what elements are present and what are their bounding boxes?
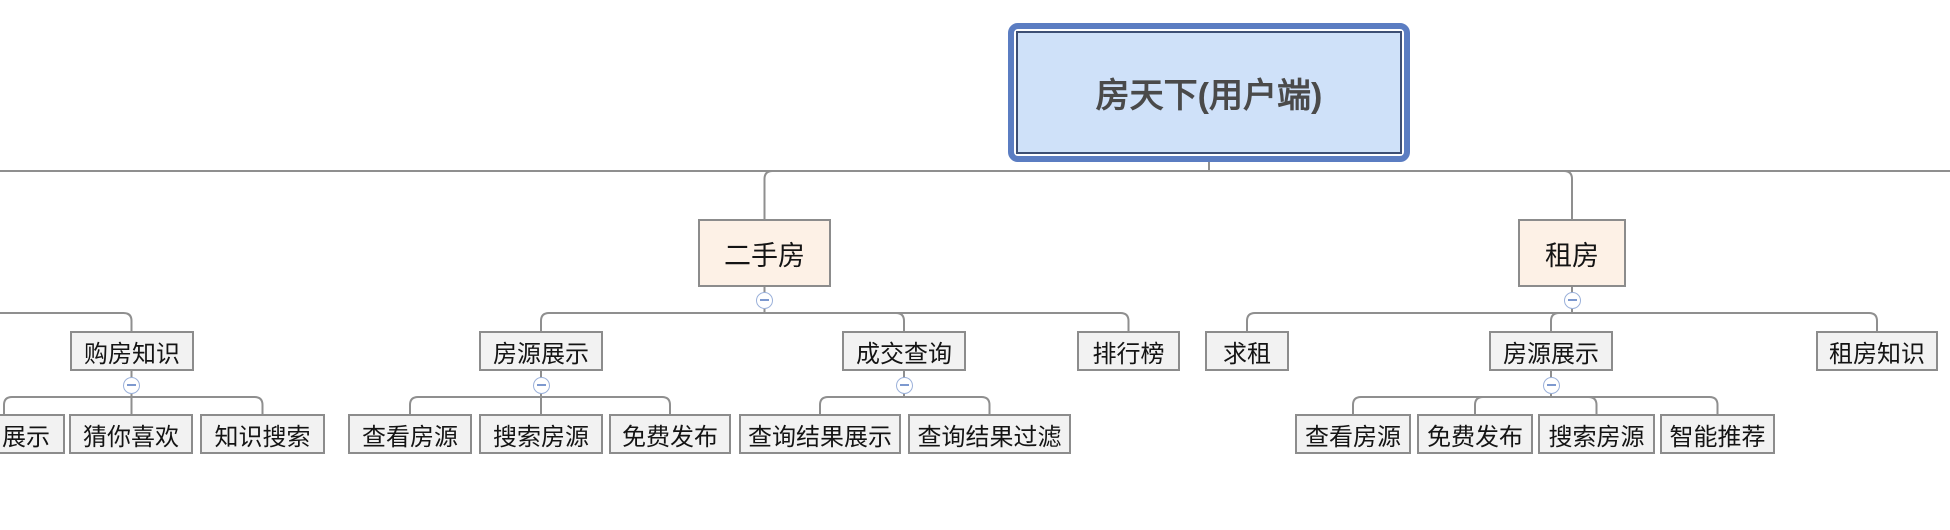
minus-icon [899,384,909,386]
collapse-icon-fangyuanzhanshi-esf[interactable] [532,376,550,394]
node-ershoufang[interactable]: 二手房 [698,219,831,287]
node-chengjiaochaxun[interactable]: 成交查询 [842,331,966,371]
collapse-icon-ershoufang[interactable] [756,291,773,309]
minus-icon [127,384,136,386]
node-chaxunjieguozhanshi[interactable]: 查询结果展示 [739,414,901,454]
collapse-icon-fangyuanzhanshi-zf[interactable] [1542,376,1560,394]
minus-icon [1567,299,1577,301]
node-fangyuanzhanshi-zf[interactable]: 房源展示 [1489,331,1613,371]
node-chakanfangyuan-esf[interactable]: 查看房源 [348,414,472,454]
node-root-label: 房天下(用户端) [1016,31,1402,154]
collapse-icon-zufang[interactable] [1563,291,1581,309]
node-chakanfangyuan-zf[interactable]: 查看房源 [1295,414,1411,454]
node-paihangbang[interactable]: 排行榜 [1077,331,1180,371]
node-sousuofangyuan-zf[interactable]: 搜索房源 [1538,414,1655,454]
node-zhishisousuo[interactable]: 知识搜索 [200,414,325,454]
node-cainixihuan[interactable]: 猜你喜欢 [69,414,193,454]
node-zhinengtuijian[interactable]: 智能推荐 [1660,414,1775,454]
node-mianfeifabu-esf[interactable]: 免费发布 [609,414,731,454]
node-mianfeifabu-zf[interactable]: 免费发布 [1417,414,1533,454]
node-zufang[interactable]: 租房 [1518,219,1626,287]
node-qiuzu[interactable]: 求租 [1205,331,1289,371]
node-goufangzhishi[interactable]: 购房知识 [70,331,194,371]
node-root[interactable]: 房天下(用户端) [1008,23,1410,162]
collapse-icon-chengjiaochaxun[interactable] [895,376,913,394]
minus-icon [536,384,546,386]
node-fangyuanzhanshi-esf[interactable]: 房源展示 [479,331,603,371]
node-zufangzhishi[interactable]: 租房知识 [1816,331,1938,371]
node-chaxunjieguoguolv[interactable]: 查询结果过滤 [908,414,1071,454]
node-zhanshi[interactable]: 展示 [0,414,65,454]
minus-icon [1546,384,1556,386]
node-sousuofangyuan-esf[interactable]: 搜索房源 [479,414,603,454]
minus-icon [760,299,769,301]
collapse-icon-goufangzhishi[interactable] [123,376,140,394]
